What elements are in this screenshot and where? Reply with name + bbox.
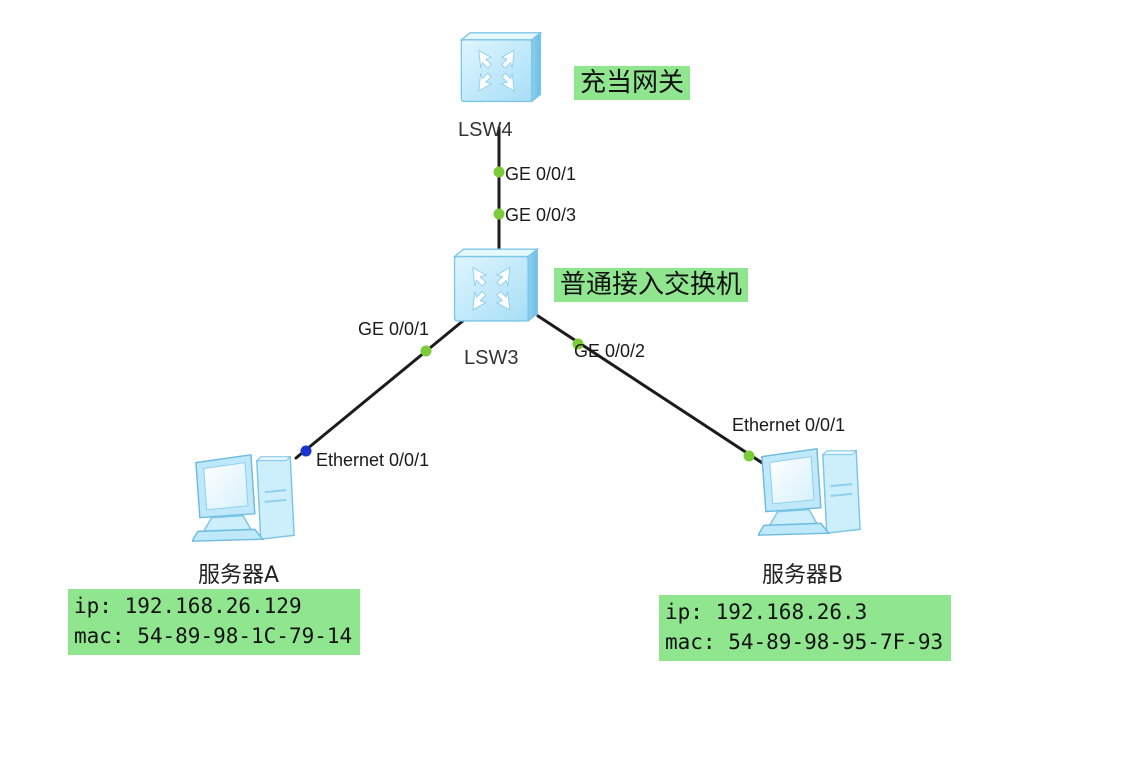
mac-label: mac:: [665, 630, 716, 654]
port-dot-lsw3-ge002[interactable]: [572, 338, 584, 350]
server-a-name: 服务器A: [198, 563, 280, 588]
server-b-mac-row: mac: 54-89-98-95-7F-93: [665, 627, 943, 657]
link-lsw3-server-b: [536, 314, 772, 470]
server-a-mac: 54-89-98-1C-79-14: [137, 624, 353, 648]
port-label-server-b-eth: Ethernet 0/0/1: [732, 415, 846, 435]
port-dot-lsw3-ge001[interactable]: [420, 345, 432, 357]
link-lsw3-server-a: [294, 318, 466, 460]
port-label-server-a-eth: Ethernet 0/0/1: [316, 450, 430, 470]
server-b-ip: 192.168.26.3: [715, 600, 868, 624]
port-dot-lsw4-ge001[interactable]: [493, 166, 505, 178]
server-a-ip-row: ip: 192.168.26.129: [74, 591, 352, 621]
port-dot-lsw3-ge003[interactable]: [493, 208, 505, 220]
server-b-ip-row: ip: 192.168.26.3: [665, 597, 943, 627]
ip-label: ip:: [74, 594, 112, 618]
lsw4-role-note: 充当网关: [574, 66, 691, 100]
pc-icon[interactable]: [192, 453, 296, 542]
port-dot-server-b-eth[interactable]: [743, 450, 755, 462]
ip-label: ip:: [665, 600, 703, 624]
lsw3-role-note: 普通接入交换机: [554, 268, 749, 302]
switch-icon[interactable]: [453, 248, 539, 322]
server-b-name: 服务器B: [762, 563, 844, 588]
server-a-ip: 192.168.26.129: [124, 594, 302, 618]
server-b-info: ip: 192.168.26.3 mac: 54-89-98-95-7F-93: [659, 595, 952, 661]
port-label-lsw3-ge003: GE 0/0/3: [505, 205, 577, 225]
server-a-mac-row: mac: 54-89-98-1C-79-14: [74, 621, 352, 651]
server-a-info: ip: 192.168.26.129 mac: 54-89-98-1C-79-1…: [68, 589, 361, 655]
port-dot-server-a-eth[interactable]: [300, 445, 312, 457]
lsw4-name: LSW4: [458, 119, 513, 141]
port-label-lsw3-ge002: GE 0/0/2: [574, 341, 646, 361]
pc-icon[interactable]: [758, 447, 862, 536]
lsw3-name: LSW3: [464, 347, 519, 369]
port-label-lsw3-ge001: GE 0/0/1: [358, 319, 430, 339]
mac-label: mac:: [74, 624, 125, 648]
port-label-lsw4-ge001: GE 0/0/1: [505, 164, 577, 184]
switch-icon[interactable]: [460, 32, 542, 103]
server-b-mac: 54-89-98-95-7F-93: [728, 630, 944, 654]
